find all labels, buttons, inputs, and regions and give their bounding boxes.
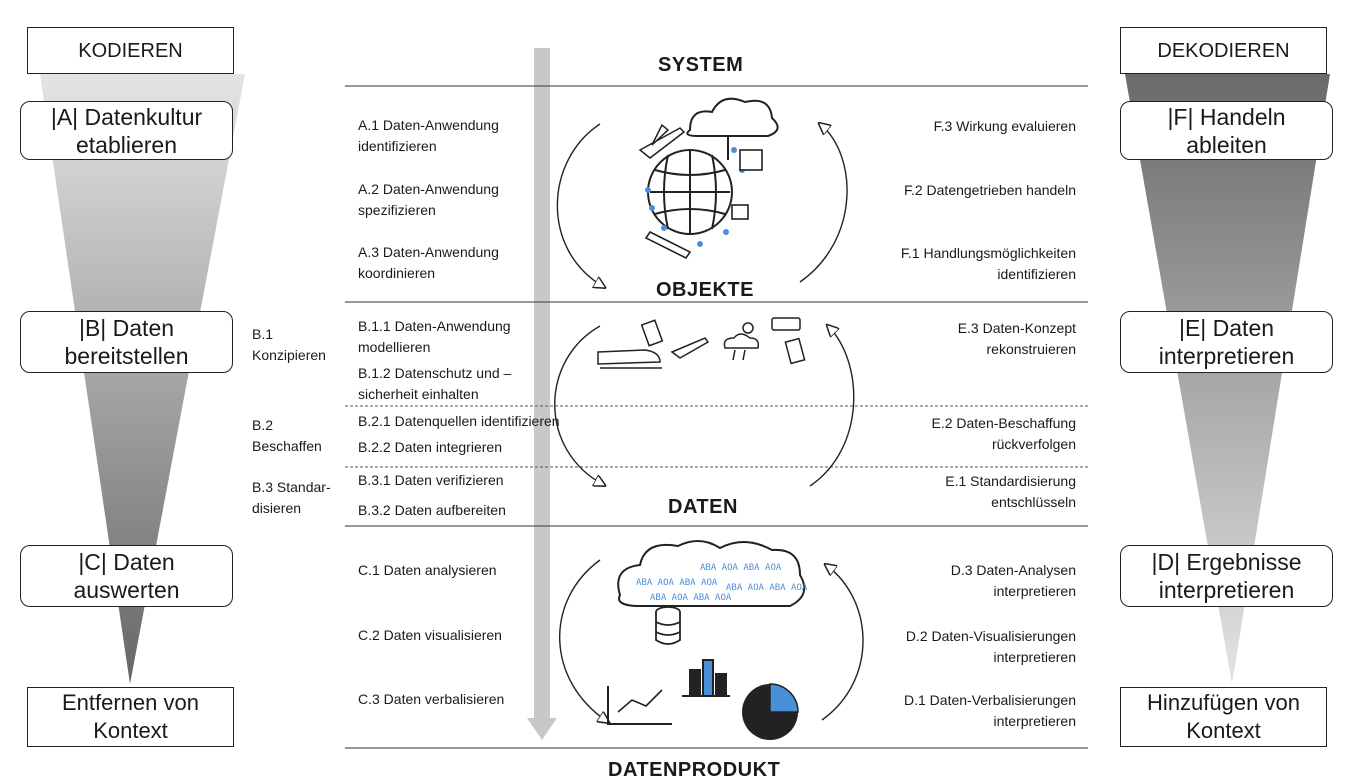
cloud-icon bbox=[686, 97, 779, 160]
plane-small-icon bbox=[670, 337, 710, 359]
phase-c-box: |C| Daten auswerten bbox=[20, 545, 233, 607]
database-icon bbox=[655, 606, 681, 645]
step-a2: A.2 Daten-Anwendung spezifizieren bbox=[358, 181, 499, 218]
cycle-arrow-f bbox=[799, 124, 848, 283]
phase-a-box: |A| Datenkultur etablieren bbox=[20, 101, 233, 160]
pie-chart-icon bbox=[742, 683, 799, 740]
level-datenprodukt: DATENPRODUKT bbox=[608, 759, 781, 781]
step-e2: E.2 Daten-Beschaffung rückverfolgen bbox=[931, 415, 1076, 452]
cycle-arrow-d bbox=[821, 565, 864, 721]
step-c2: C.2 Daten visualisieren bbox=[358, 627, 502, 643]
add-context-box: Hinzufügen von Kontext bbox=[1120, 687, 1327, 747]
subphase-b3: B.3 Standar- disieren bbox=[252, 479, 331, 516]
cloud-glyph-1: ABA AOA ABA AOA bbox=[636, 578, 718, 588]
card-icon bbox=[771, 317, 806, 365]
level-system: SYSTEM bbox=[658, 54, 744, 76]
plane-icon bbox=[638, 123, 686, 159]
step-b32: B.3.2 Daten aufbereiten bbox=[358, 502, 506, 518]
step-b12: B.1.2 Datenschutz und – sicherheit einha… bbox=[358, 365, 512, 402]
right-funnel bbox=[1125, 74, 1330, 684]
data-glyphs: ABA AOA ABA AOA ABA AOA ABA AOA ABA AOA … bbox=[636, 563, 808, 603]
phase-d-box: |D| Ergebnisse interpretieren bbox=[1120, 545, 1333, 607]
weather-icon bbox=[723, 322, 760, 361]
cycle-arrow-e bbox=[809, 326, 855, 487]
step-b21: B.2.1 Datenquellen identifizieren bbox=[358, 413, 560, 429]
level-objekte: OBJEKTE bbox=[656, 279, 754, 301]
cloud-glyph-4: ABA AOA ABA AOA bbox=[650, 593, 732, 603]
cycle-arrow-a bbox=[556, 123, 604, 287]
phase-f-box: |F| Handeln ableiten bbox=[1120, 101, 1333, 160]
phone-icon bbox=[640, 319, 664, 347]
subphase-b2: B.2 Beschaffen bbox=[252, 417, 322, 454]
step-d1: D.1 Daten-Verbalisierungen interpretiere… bbox=[904, 692, 1076, 729]
step-b31: B.3.1 Daten verifizieren bbox=[358, 472, 504, 488]
kodieren-header: KODIEREN bbox=[27, 27, 234, 74]
step-e1: E.1 Standardisierung entschlüsseln bbox=[945, 473, 1076, 510]
subphase-b1: B.1 Konzipieren bbox=[252, 326, 326, 363]
line-chart-icon bbox=[607, 686, 672, 725]
cycle-arrow-c bbox=[559, 559, 608, 722]
data-cloud-icon bbox=[617, 540, 806, 607]
step-a1: A.1 Daten-Anwendung identifizieren bbox=[358, 117, 499, 154]
cycle-arrow-b bbox=[554, 325, 604, 485]
phase-b-box: |B| Daten bereitstellen bbox=[20, 311, 233, 373]
step-a3: A.3 Daten-Anwendung koordinieren bbox=[358, 244, 499, 281]
phase-e-box: |E| Daten interpretieren bbox=[1120, 311, 1333, 373]
step-b22: B.2.2 Daten integrieren bbox=[358, 439, 502, 455]
step-d2: D.2 Daten-Visualisierungen interpretiere… bbox=[905, 628, 1076, 665]
step-c1: C.1 Daten analysieren bbox=[358, 562, 497, 578]
step-c3: C.3 Daten verbalisieren bbox=[358, 691, 505, 707]
step-f3: F.3 Wirkung evaluieren bbox=[933, 118, 1076, 134]
step-f1: F.1 Handlungsmöglichkeiten identifiziere… bbox=[900, 245, 1076, 282]
vertical-flow-arrow bbox=[534, 48, 550, 720]
remove-context-box: Entfernen von Kontext bbox=[27, 687, 234, 747]
step-f2: F.2 Datengetrieben handeln bbox=[903, 182, 1076, 198]
cloud-glyph-2: ABA AOA ABA AOA bbox=[700, 563, 782, 573]
globe-icon bbox=[647, 149, 733, 235]
left-funnel bbox=[40, 74, 245, 684]
step-b11: B.1.1 Daten-Anwendung modellieren bbox=[358, 318, 511, 355]
step-d3: D.3 Daten-Analysen interpretieren bbox=[950, 562, 1076, 599]
step-e3: E.3 Daten-Konzept rekonstruieren bbox=[957, 320, 1076, 357]
dekodieren-header: DEKODIEREN bbox=[1120, 27, 1327, 74]
cloud-glyph-3: ABA AOA ABA AOA bbox=[726, 583, 808, 593]
level-daten: DATEN bbox=[668, 496, 738, 518]
train-icon bbox=[597, 349, 662, 369]
bar-chart-icon bbox=[682, 659, 730, 697]
